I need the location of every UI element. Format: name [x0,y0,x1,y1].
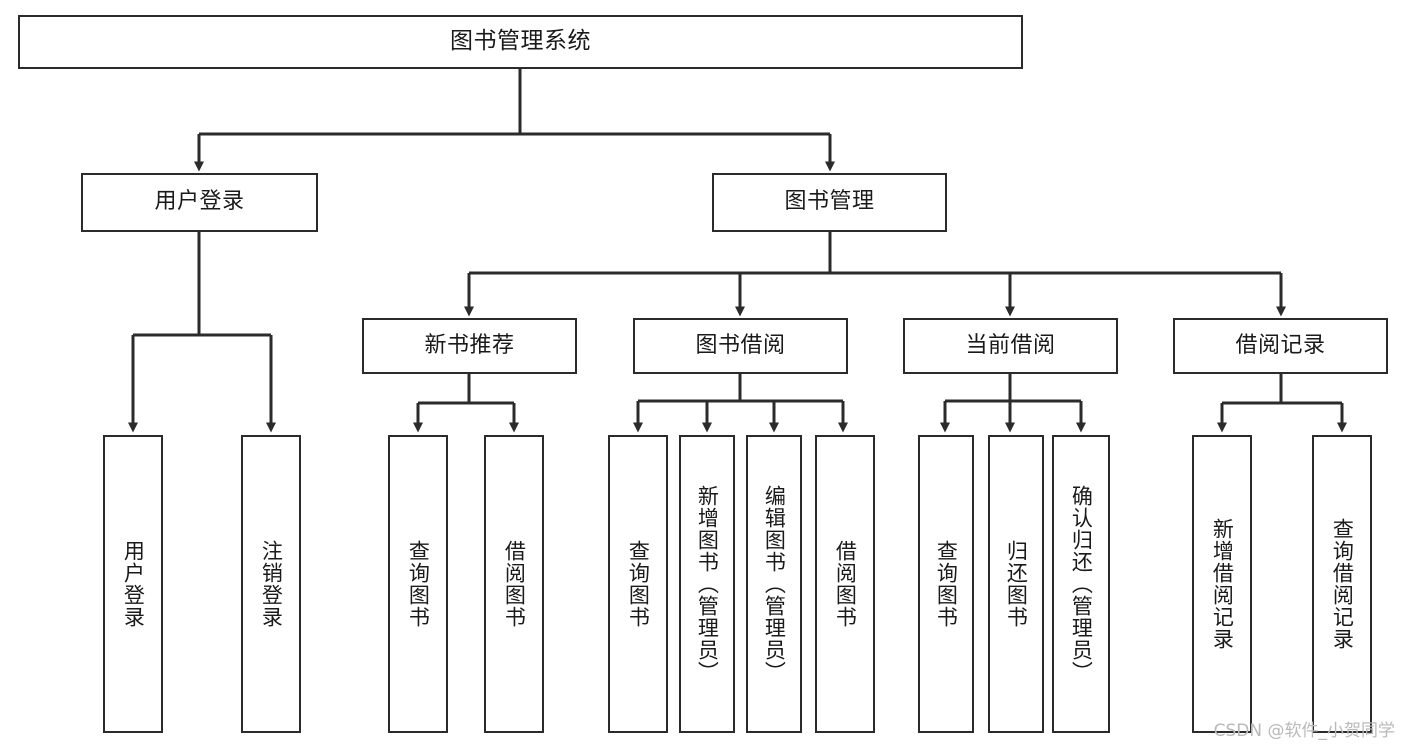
node-label: 新书推荐 [424,332,515,358]
node-label: 图书管理系统 [450,28,591,55]
node-label: 归还图书 [1004,540,1029,628]
node-root-book-management-system[interactable]: 图书管理系统 [18,15,1023,69]
node-leaf-query-book-current[interactable]: 查询图书 [918,435,974,733]
csdn-watermark: CSDN @软件_小贺同学 [1213,721,1395,741]
node-label: 借阅图书 [502,540,527,628]
node-leaf-add-book-admin[interactable]: 新增图书（管理员） [679,435,735,733]
node-label: 确认归还（管理员） [1069,485,1094,683]
node-label: 查询图书 [406,540,431,628]
node-leaf-logout[interactable]: 注销登录 [241,435,301,733]
node-leaf-user-login[interactable]: 用户登录 [103,435,163,733]
node-label: 查询图书 [934,540,959,628]
node-label: 查询借阅记录 [1330,518,1355,650]
node-label: 编辑图书（管理员） [762,485,787,683]
node-label: 用户登录 [154,189,245,215]
node-label: 当前借阅 [965,332,1056,358]
node-label: 新增图书（管理员） [695,485,720,683]
node-leaf-query-borrow-record[interactable]: 查询借阅记录 [1312,435,1372,733]
node-label: 图书借阅 [695,332,786,358]
node-leaf-edit-book-admin[interactable]: 编辑图书（管理员） [746,435,802,733]
node-label: 用户登录 [121,540,146,628]
node-new-book-recommend[interactable]: 新书推荐 [362,318,577,374]
node-leaf-return-book[interactable]: 归还图书 [988,435,1044,733]
node-leaf-query-book-borrow[interactable]: 查询图书 [608,435,668,733]
node-leaf-add-borrow-record[interactable]: 新增借阅记录 [1192,435,1252,733]
node-borrow-record[interactable]: 借阅记录 [1173,318,1388,374]
node-leaf-borrow-book-recommend[interactable]: 借阅图书 [484,435,544,733]
node-label: 注销登录 [259,540,284,628]
node-current-borrow[interactable]: 当前借阅 [903,318,1118,374]
node-leaf-borrow-book[interactable]: 借阅图书 [815,435,875,733]
node-label: 图书管理 [784,189,875,215]
node-label: 查询图书 [626,540,651,628]
node-leaf-query-book-recommend[interactable]: 查询图书 [388,435,448,733]
node-leaf-confirm-return-admin[interactable]: 确认归还（管理员） [1052,435,1110,733]
node-label: 新增借阅记录 [1210,518,1235,650]
node-label: 借阅记录 [1235,332,1326,358]
node-book-management[interactable]: 图书管理 [712,173,947,232]
node-label: 借阅图书 [833,540,858,628]
node-book-borrow[interactable]: 图书借阅 [633,318,848,374]
node-user-login[interactable]: 用户登录 [81,173,318,232]
